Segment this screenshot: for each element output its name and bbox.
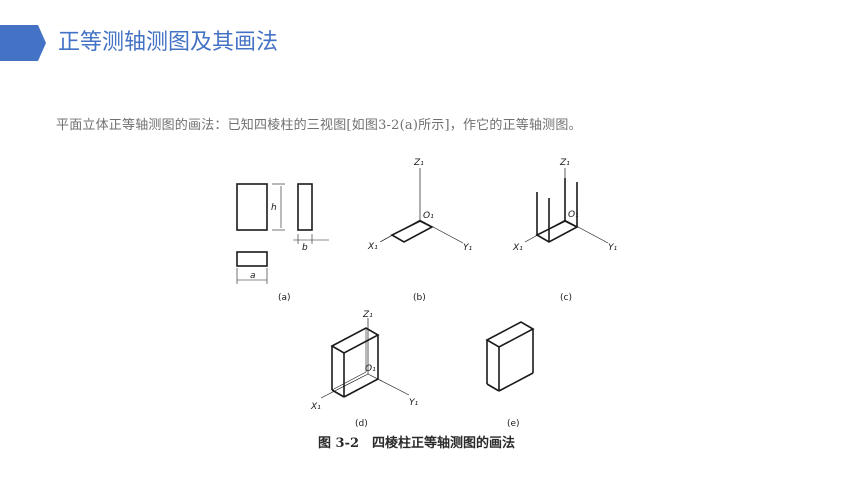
axis-z-label-c: Z₁ [559,158,570,168]
panel-e-prism [485,321,535,392]
axis-x-label-c: X₁ [512,243,523,253]
axis-x-label-d: X₁ [310,402,321,412]
dim-h-label: h [271,203,277,213]
axis-o-label-d: O₁ [365,364,376,374]
top-view [236,251,268,267]
side-view [297,183,313,231]
axis-z-label-b: Z₁ [413,158,424,168]
panel-label-a: (a) [278,293,291,303]
axis-z-label-d: Z₁ [362,310,373,320]
axis-o-label-b: O₁ [423,211,434,221]
figure-3-2: h b a Z₁ O₁ X₁ Y₁ Z₁ O₁ X₁ Y₁ Z₁ O₁ X₁ Y… [225,150,645,460]
panel-label-d: (d) [355,419,368,429]
axis-x-label-b: X₁ [367,242,378,252]
dim-b-label: b [302,243,308,253]
panel-a-views [236,183,329,284]
figure-caption: 图 3-2 四棱柱正等轴测图的画法 [318,436,516,451]
front-view [236,183,268,231]
figure-drawing: h b a Z₁ O₁ X₁ Y₁ Z₁ O₁ X₁ Y₁ Z₁ O₁ X₁ Y… [236,158,617,429]
axis-y-label-d: Y₁ [409,398,418,408]
panel-label-e: (e) [507,419,520,429]
axis-o-label-c: O₁ [568,210,579,220]
panel-label-b: (b) [413,293,426,303]
axis-y-label-b: Y₁ [463,243,472,253]
panel-d-prism [320,318,410,399]
panel-b-base [379,168,464,244]
panel-c-edges [524,168,609,244]
dim-a-label: a [250,271,256,281]
axis-y-label-c: Y₁ [608,243,617,253]
header-marker [0,25,46,61]
body-paragraph: 平面立体正等轴测图的画法：已知四棱柱的三视图[如图3-2(a)所示]，作它的正等… [56,118,582,133]
page-title: 正等测轴测图及其画法 [58,30,279,55]
panel-label-c: (c) [560,293,572,303]
